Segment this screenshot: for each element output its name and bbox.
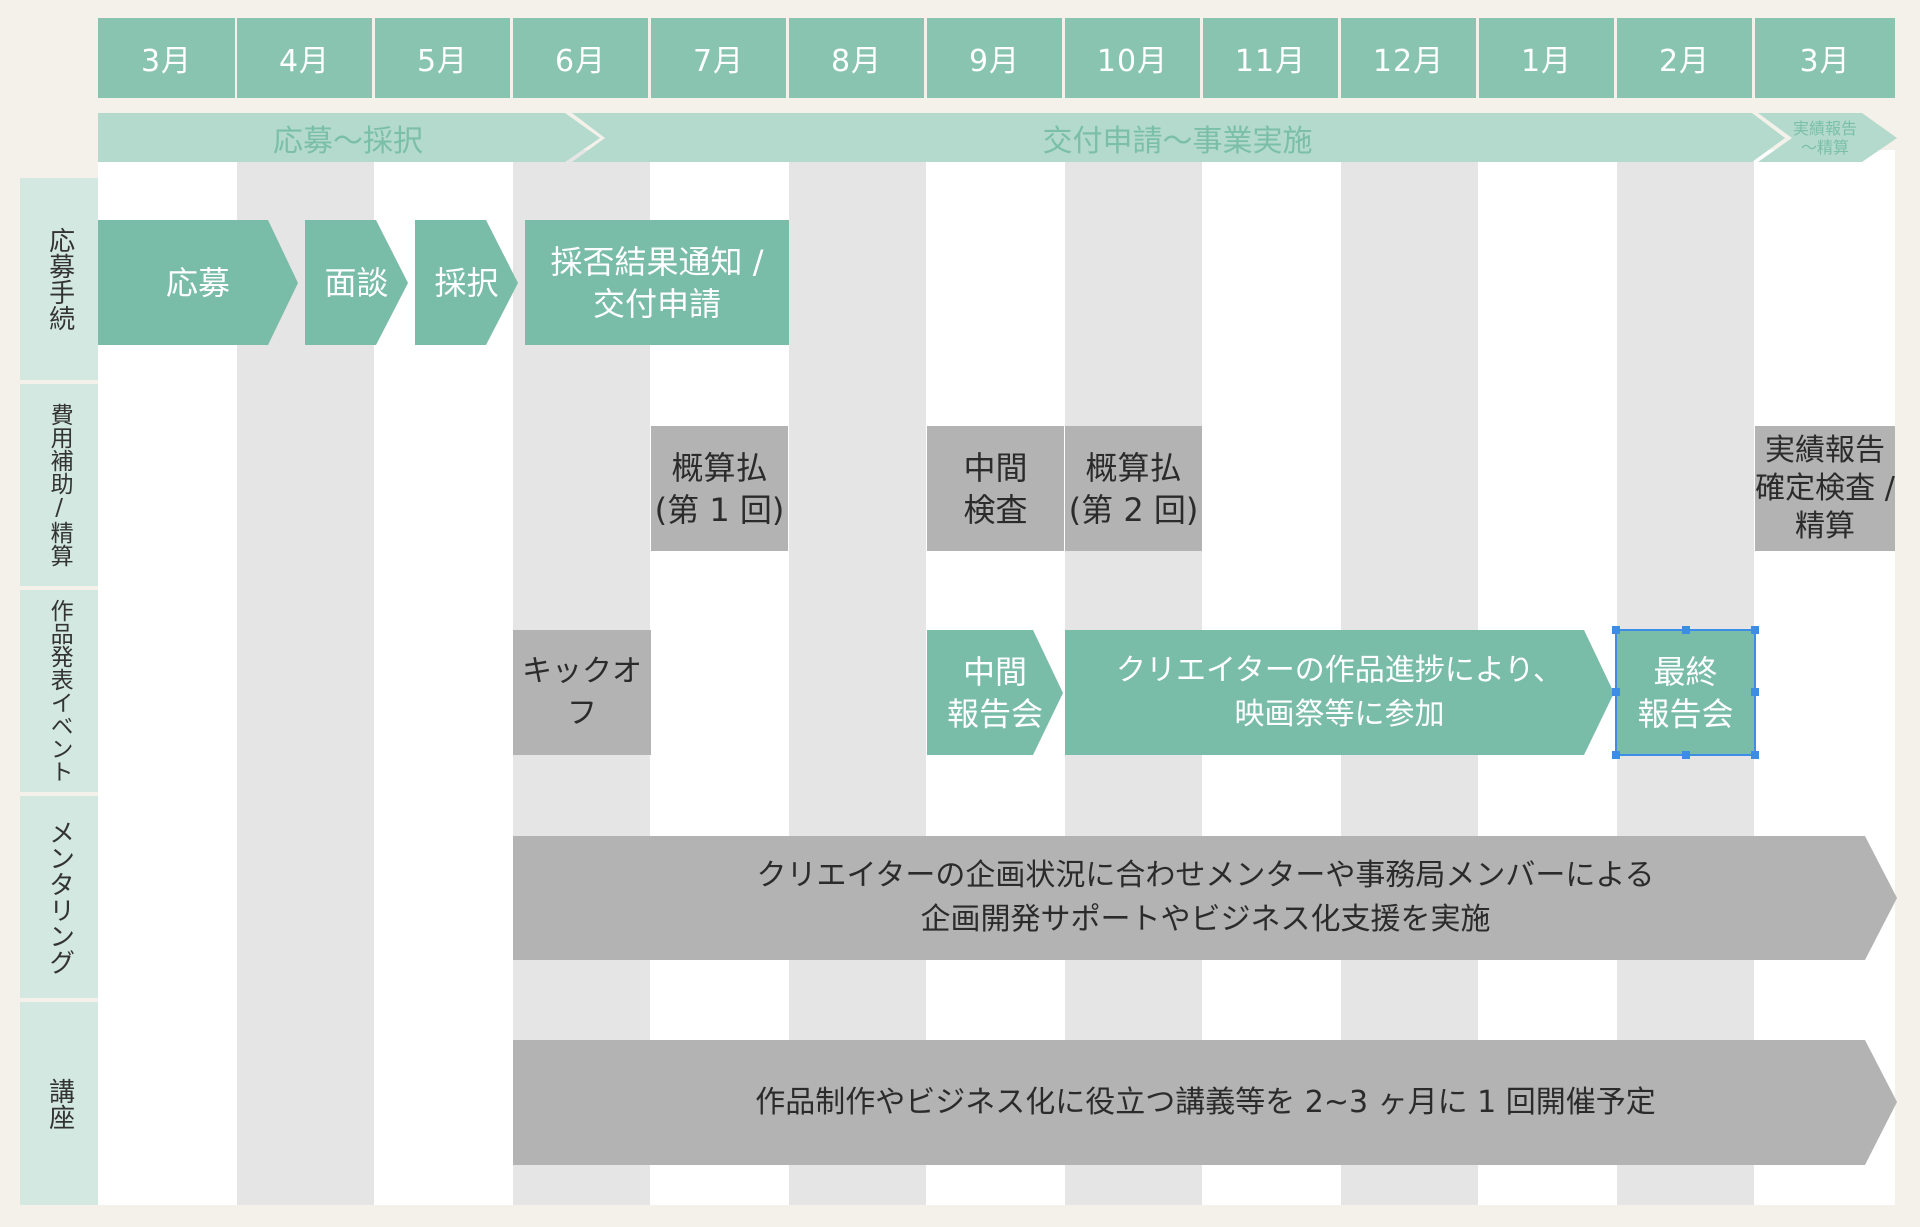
task-notify-grant-application: 採否結果通知 / 交付申請 [550, 242, 764, 323]
month-stripe [789, 150, 926, 1205]
selection-handle[interactable] [1612, 626, 1620, 634]
phase-label-application: 応募〜採択 [273, 124, 423, 159]
task-final-settlement: 実績報告 確定検査 / 精算 [1755, 426, 1895, 551]
row-label-expense: 費用補助/精算 [20, 384, 98, 586]
task-interview: 面談 [324, 263, 389, 302]
month-header: 1月 [1479, 18, 1614, 98]
mentoring-arrow [513, 836, 1897, 960]
month-header: 3月 [98, 18, 235, 98]
selection-handle[interactable] [1751, 626, 1759, 634]
selection-handle[interactable] [1612, 688, 1620, 696]
task-apply: 応募 [165, 263, 230, 302]
task-interim-inspection: 中間 検査 [927, 426, 1064, 551]
month-header: 5月 [375, 18, 510, 98]
phase-label-settlement: 実績報告 〜精算 [1770, 113, 1880, 163]
task-film-festival: クリエイターの作品進捗により、 映画祭等に参加 [1116, 652, 1563, 732]
month-header: 3月 [1755, 18, 1895, 98]
month-header: 12月 [1341, 18, 1476, 98]
event-arrows [927, 629, 1756, 756]
month-header: 9月 [927, 18, 1062, 98]
month-header: 10月 [1065, 18, 1200, 98]
month-header: 11月 [1203, 18, 1338, 98]
task-prepayment-1: 概算払 (第 1 回) [651, 426, 788, 551]
row-label-application: 応募手続 [20, 178, 98, 380]
phase-bar [98, 113, 1897, 162]
selection-handle[interactable] [1682, 626, 1690, 634]
phase-label-execution: 交付申請〜事業実施 [1042, 124, 1313, 159]
task-selection: 採択 [434, 263, 499, 302]
task-interim-report: 中間 報告会 [946, 652, 1043, 733]
month-header: 6月 [513, 18, 648, 98]
selection-handle[interactable] [1751, 751, 1759, 759]
task-kickoff: キックオフ [513, 630, 651, 755]
row-label-mentoring: メンタリング [20, 796, 98, 998]
month-header: 4月 [237, 18, 372, 98]
application-arrows [98, 220, 789, 345]
task-final-report[interactable]: 最終 報告会 [1637, 652, 1734, 733]
task-mentoring: クリエイターの企画状況に合わせメンターや事務局メンバーによる 企画開発サポートや… [756, 858, 1655, 937]
month-header: 2月 [1617, 18, 1752, 98]
selection-handle[interactable] [1612, 751, 1620, 759]
task-lecture: 作品制作やビジネス化に役立つ講義等を 2~3 ヶ月に 1 回開催予定 [755, 1084, 1656, 1120]
task-prepayment-2: 概算払 (第 2 回) [1065, 426, 1202, 551]
month-header: 8月 [789, 18, 924, 98]
phase-label-settlement-line1: 実績報告 [1792, 119, 1857, 138]
row-label-lecture: 講座 [20, 1002, 98, 1205]
row-label-event: 作品発表イベント [20, 590, 98, 792]
selection-handle[interactable] [1751, 688, 1759, 696]
selection-handle[interactable] [1682, 751, 1690, 759]
month-header: 7月 [651, 18, 786, 98]
phase-label-settlement-line2: 〜精算 [1800, 138, 1849, 157]
